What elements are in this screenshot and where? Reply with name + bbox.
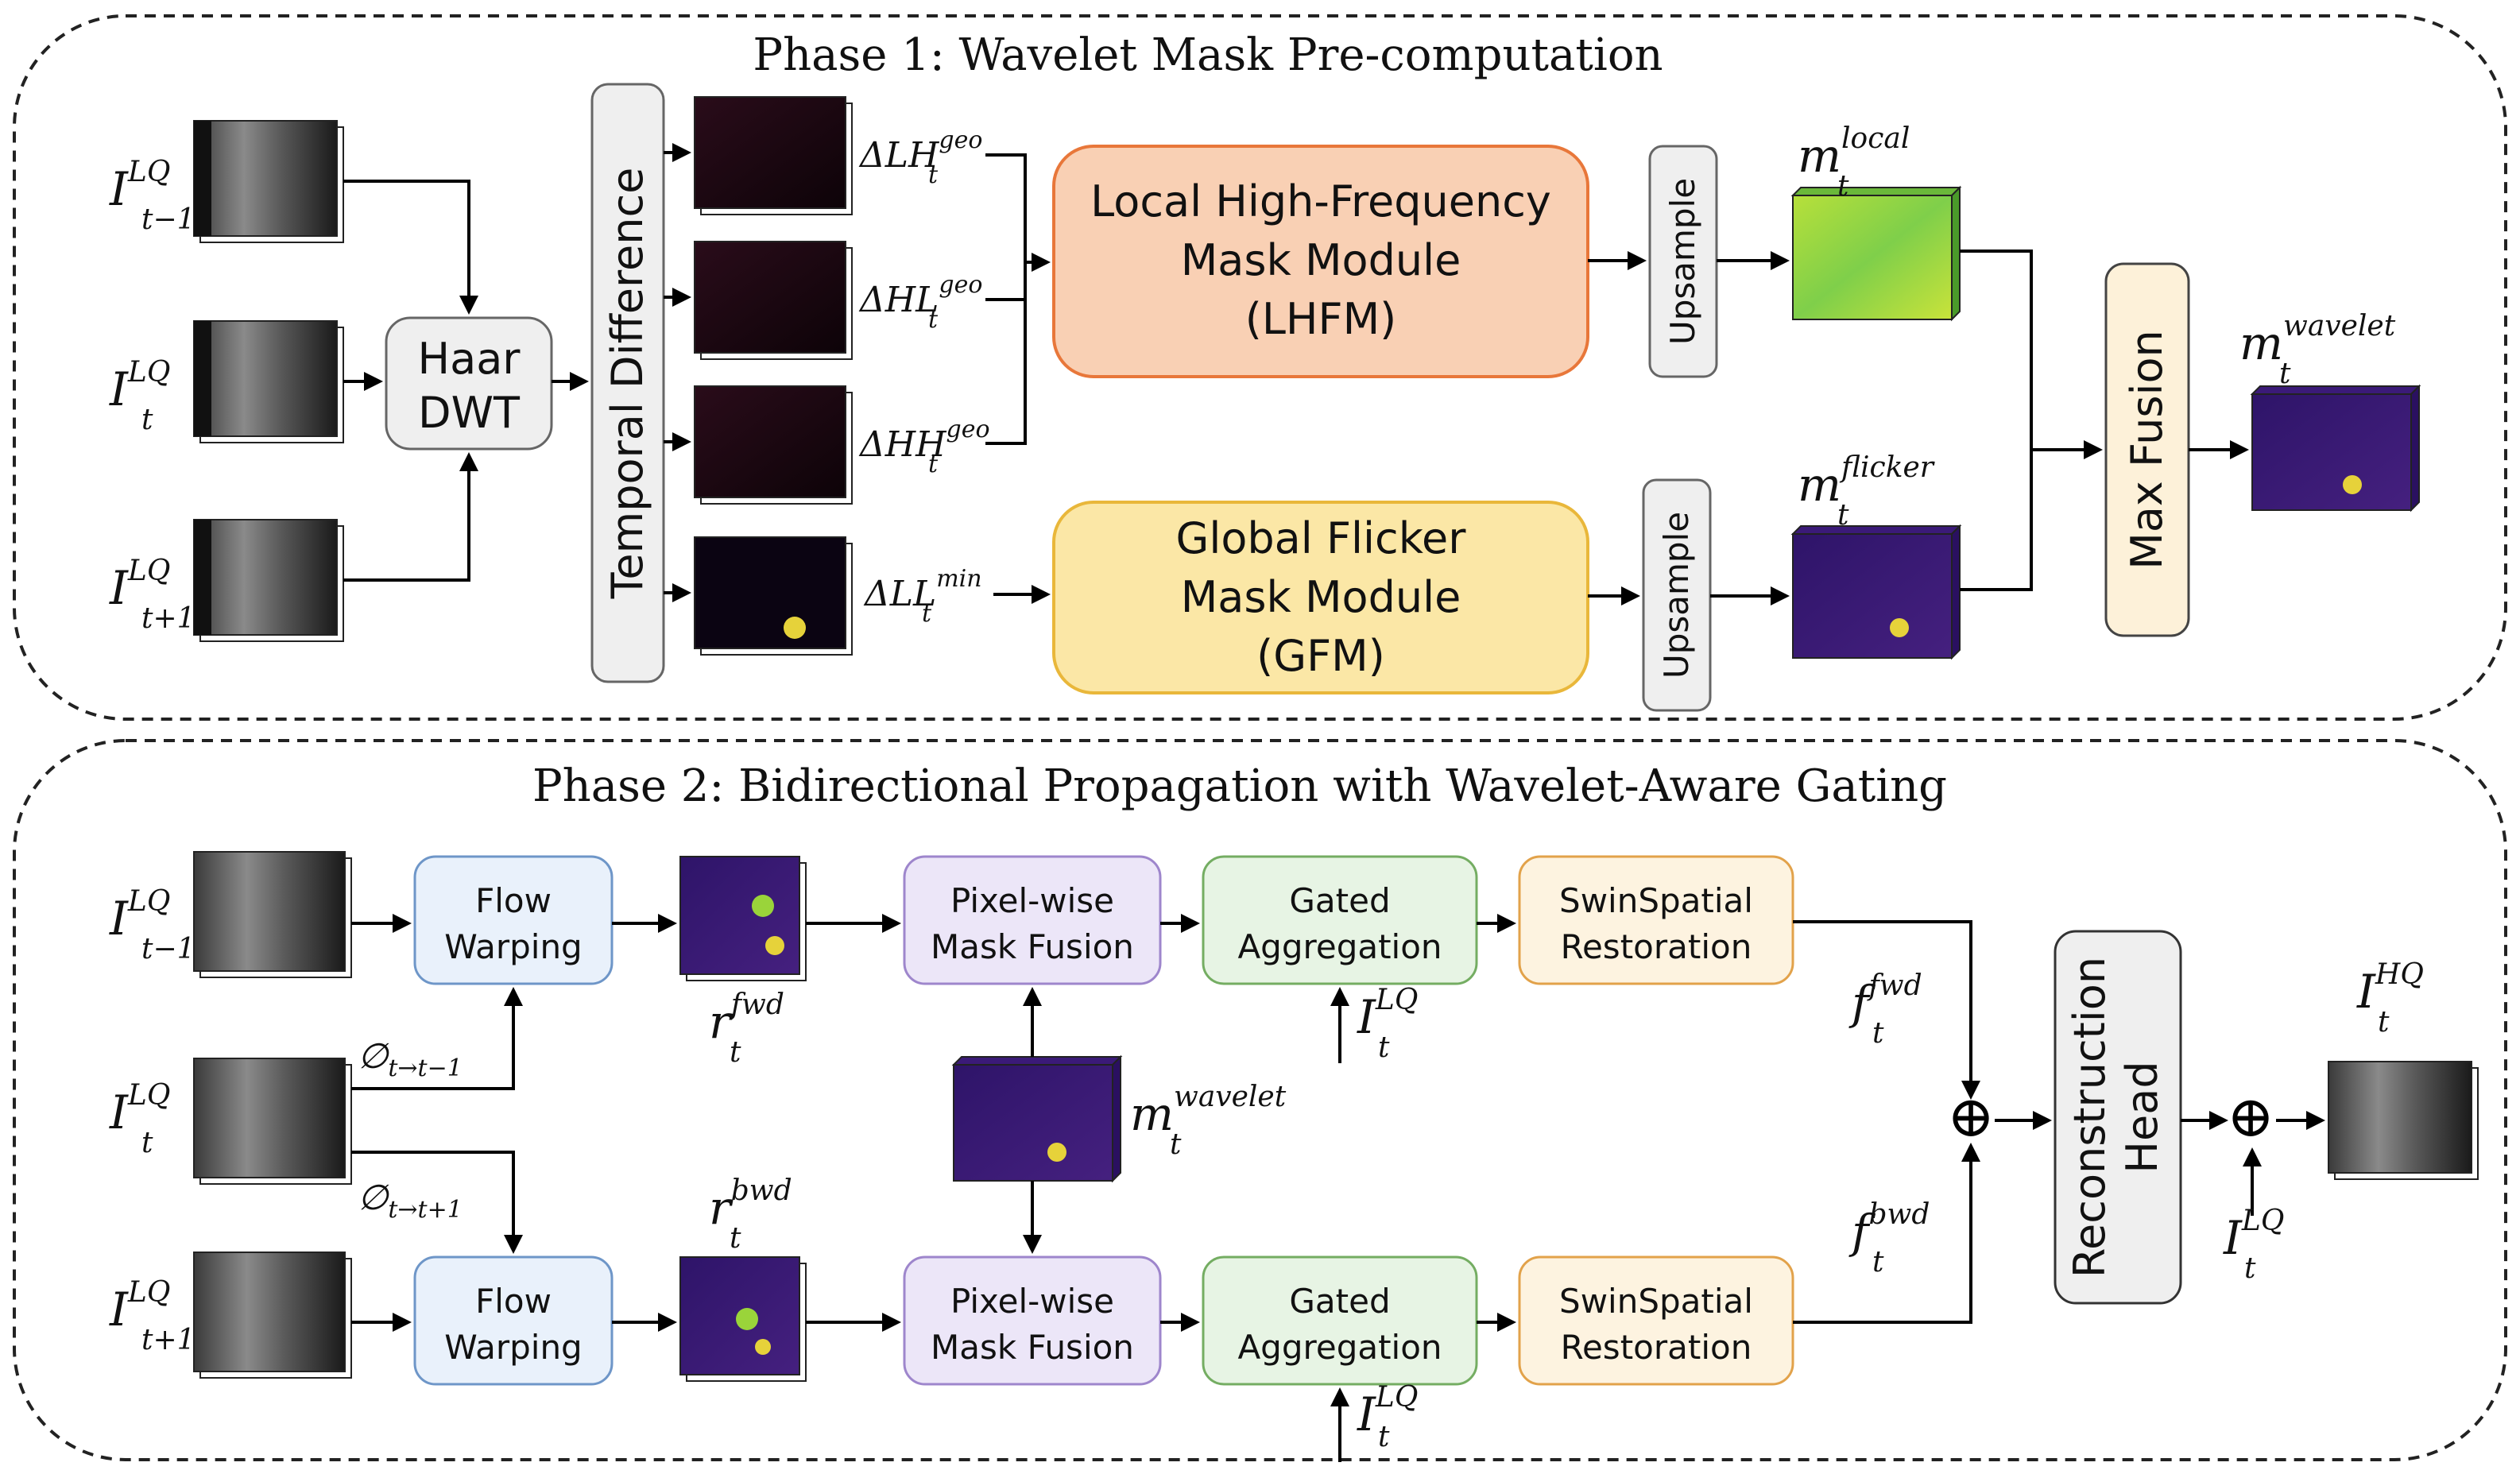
m-flicker-thumb: [1790, 524, 1962, 660]
phase2-input-frame-curr: [193, 1058, 352, 1185]
subband-hl-thumb: [694, 241, 853, 360]
svg-text:Restoration: Restoration: [1561, 927, 1752, 966]
svg-text:Local High-Frequency: Local High-Frequency: [1090, 176, 1551, 226]
flow-back-label: ∅t→t−1: [358, 1036, 463, 1082]
pixel-mask-fusion-node-fwd: Pixel-wise Mask Fusion: [903, 855, 1162, 985]
flow-warping-node-bwd: Flow Warping: [413, 1255, 614, 1386]
output-frame-thumb: [2328, 1061, 2479, 1180]
sum-node-1: ⊕: [1947, 1083, 1995, 1150]
svg-text:Max Fusion: Max Fusion: [2122, 330, 2172, 570]
phase2-title: Phase 2: Bidirectional Propagation with …: [532, 760, 1947, 812]
svg-text:Mask Module: Mask Module: [1181, 235, 1461, 285]
svg-text:Flow: Flow: [475, 1282, 552, 1321]
gfm-node: Global Flicker Mask Module (GFM): [1052, 501, 1589, 694]
gated-aggregation-node-bwd: Gated Aggregation: [1202, 1255, 1478, 1386]
subband-hh-thumb: [694, 385, 853, 505]
phase1-input-frame-curr: [193, 320, 344, 443]
upsample-node-flicker: Upsample: [1642, 478, 1712, 712]
svg-text:Upsample: Upsample: [1663, 178, 1702, 345]
svg-text:Pixel-wise: Pixel-wise: [950, 881, 1114, 920]
svg-text:SwinSpatial: SwinSpatial: [1559, 1282, 1753, 1321]
m-local-thumb: [1790, 185, 1962, 322]
upsample-node-local: Upsample: [1648, 145, 1718, 378]
svg-text:(LHFM): (LHFM): [1245, 294, 1396, 344]
svg-text:Head: Head: [2117, 1061, 2167, 1173]
reconstruction-head-node: Reconstruction Head: [2054, 930, 2182, 1305]
svg-text:Gated: Gated: [1289, 881, 1390, 920]
svg-text:Warping: Warping: [444, 927, 582, 966]
svg-text:Haar: Haar: [418, 334, 521, 384]
phase1-input-frame-prev: [193, 120, 344, 243]
svg-text:Warping: Warping: [444, 1328, 582, 1367]
pixel-mask-fusion-node-bwd: Pixel-wise Mask Fusion: [903, 1255, 1162, 1386]
svg-text:Flow: Flow: [475, 881, 552, 920]
svg-text:Temporal Difference: Temporal Difference: [602, 168, 652, 600]
subband-lh-thumb: [694, 96, 853, 215]
sum-node-2: ⊕: [2227, 1083, 2274, 1150]
m-wavelet-thumb-phase1: [2250, 384, 2421, 513]
svg-text:Restoration: Restoration: [1561, 1328, 1752, 1367]
r-bwd-thumb: [679, 1256, 807, 1382]
gated-aggregation-node-fwd: Gated Aggregation: [1202, 855, 1478, 985]
flow-warping-node-fwd: Flow Warping: [413, 855, 614, 985]
lhfm-node: Local High-Frequency Mask Module (LHFM): [1052, 145, 1589, 378]
phase1-title: Phase 1: Wavelet Mask Pre-computation: [753, 29, 1663, 81]
temporal-difference-node: Temporal Difference: [590, 83, 665, 683]
flow-fwd-label: ∅t→t+1: [358, 1178, 463, 1224]
swin-restoration-node-bwd: SwinSpatial Restoration: [1518, 1255, 1794, 1386]
svg-text:Pixel-wise: Pixel-wise: [950, 1282, 1114, 1321]
svg-text:Global Flicker: Global Flicker: [1176, 513, 1467, 563]
svg-text:DWT: DWT: [418, 388, 521, 438]
haar-dwt-node: Haar DWT: [385, 316, 553, 451]
phase2-input-frame-next: [193, 1252, 352, 1379]
m-wavelet-thumb-phase2: [951, 1054, 1123, 1183]
r-fwd-thumb: [679, 856, 807, 981]
phase1-frame: [13, 14, 2507, 721]
svg-text:Aggregation: Aggregation: [1237, 927, 1442, 966]
svg-text:Mask Fusion: Mask Fusion: [931, 927, 1134, 966]
swin-restoration-node-fwd: SwinSpatial Restoration: [1518, 855, 1794, 985]
svg-text:Aggregation: Aggregation: [1237, 1328, 1442, 1367]
svg-text:Mask Fusion: Mask Fusion: [931, 1328, 1134, 1367]
svg-text:Mask Module: Mask Module: [1181, 572, 1461, 622]
phase2-input-frame-prev: [193, 851, 352, 978]
svg-text:Reconstruction: Reconstruction: [2065, 957, 2115, 1278]
phase2-frame: [13, 739, 2507, 1461]
svg-text:(GFM): (GFM): [1256, 631, 1385, 681]
svg-text:Upsample: Upsample: [1657, 512, 1696, 679]
subband-ll-thumb: [694, 536, 853, 656]
svg-text:Gated: Gated: [1289, 1282, 1390, 1321]
max-fusion-node: Max Fusion: [2104, 262, 2190, 637]
svg-text:SwinSpatial: SwinSpatial: [1559, 881, 1753, 920]
phase1-input-frame-next: [193, 519, 344, 642]
